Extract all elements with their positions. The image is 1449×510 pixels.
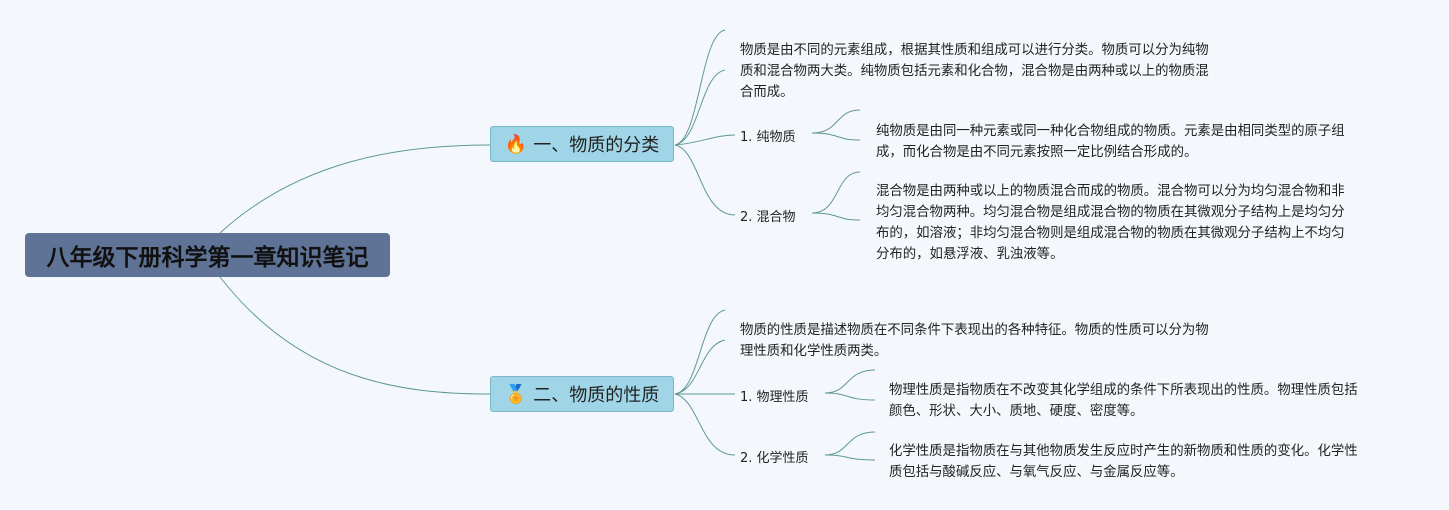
subtopic-chemical-properties[interactable]: 2. 化学性质	[740, 451, 809, 466]
root-title: 八年级下册科学第一章知识笔记	[46, 245, 369, 271]
text-line: 合而成。	[740, 85, 794, 100]
text-line: 纯物质是由同一种元素或同一种化合物组成的物质。元素是由相同类型的原子组	[876, 124, 1345, 139]
note-pure-substance[interactable]: 纯物质是由同一种元素或同一种化合物组成的物质。元素是由相同类型的原子组 成，而化…	[876, 121, 1345, 163]
text-line: 物质是由不同的元素组成，根据其性质和组成可以进行分类。物质可以分为纯物	[740, 43, 1209, 58]
text-line: 混合物是由两种或以上的物质混合而成的物质。混合物可以分为均匀混合物和非	[876, 184, 1345, 199]
summary-classification[interactable]: 物质是由不同的元素组成，根据其性质和组成可以进行分类。物质可以分为纯物 质和混合…	[740, 40, 1209, 103]
text-line: 成，而化合物是由不同元素按照一定比例结合形成的。	[876, 145, 1198, 160]
text-line: 颜色、形状、大小、质地、硬度、密度等。	[889, 404, 1144, 419]
subtopic-physical-properties[interactable]: 1. 物理性质	[740, 390, 809, 405]
text-line: 均匀混合物两种。均匀混合物是组成混合物的物质在其微观分子结构上是均匀分	[876, 205, 1345, 220]
text-line: 物质的性质是描述物质在不同条件下表现出的各种特征。物质的性质可以分为物	[740, 323, 1209, 338]
text-line: 布的，如溶液；非均匀混合物则是组成混合物的物质在其微观分子结构上不均匀	[876, 226, 1345, 241]
subtopic-pure-substance[interactable]: 1. 纯物质	[740, 130, 796, 145]
summary-properties[interactable]: 物质的性质是描述物质在不同条件下表现出的各种特征。物质的性质可以分为物 理性质和…	[740, 320, 1209, 362]
note-chemical-properties[interactable]: 化学性质是指物质在与其他物质发生反应时产生的新物质和性质的变化。化学性 质包括与…	[889, 441, 1358, 483]
text-line: 物理性质是指物质在不改变其化学组成的条件下所表现出的性质。物理性质包括	[889, 383, 1358, 398]
branch-label: 一、物质的分类	[533, 135, 660, 156]
root-topic[interactable]: 八年级下册科学第一章知识笔记	[25, 233, 390, 277]
note-physical-properties[interactable]: 物理性质是指物质在不改变其化学组成的条件下所表现出的性质。物理性质包括 颜色、形…	[889, 380, 1358, 422]
branch-topic-classification[interactable]: 🔥 一、物质的分类	[490, 126, 674, 162]
text-line: 分布的，如悬浮液、乳浊液等。	[876, 247, 1064, 262]
fire-icon: 🔥	[504, 133, 528, 155]
text-line: 化学性质是指物质在与其他物质发生反应时产生的新物质和性质的变化。化学性	[889, 444, 1358, 459]
text-line: 质包括与酸碱反应、与氧气反应、与金属反应等。	[889, 465, 1184, 480]
note-mixture[interactable]: 混合物是由两种或以上的物质混合而成的物质。混合物可以分为均匀混合物和非 均匀混合…	[876, 181, 1345, 265]
medal-icon: 🏅	[504, 383, 528, 405]
text-line: 质和混合物两大类。纯物质包括元素和化合物，混合物是由两种或以上的物质混	[740, 64, 1209, 79]
subtopic-mixture[interactable]: 2. 混合物	[740, 210, 796, 225]
branch-topic-properties[interactable]: 🏅 二、物质的性质	[490, 376, 674, 412]
text-line: 理性质和化学性质两类。	[740, 344, 888, 359]
branch-label: 二、物质的性质	[533, 385, 660, 406]
